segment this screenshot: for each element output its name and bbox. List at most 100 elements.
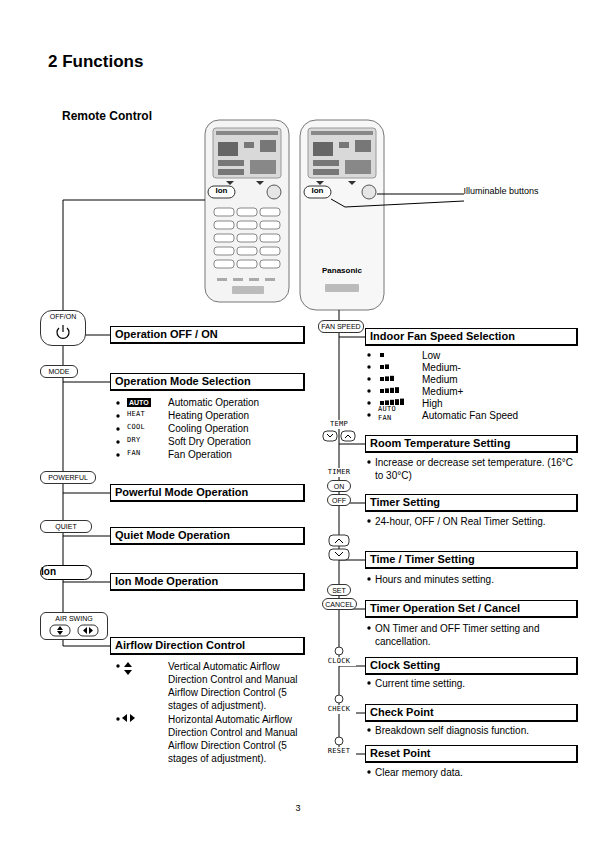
- bullet: [367, 353, 370, 356]
- bullet: [116, 440, 119, 443]
- node-text: Ion: [41, 566, 56, 577]
- bullet: [116, 717, 119, 720]
- callout-text: Illuminable buttons: [462, 186, 540, 197]
- heading-box: Check Point: [365, 704, 578, 722]
- bullet: [116, 414, 119, 417]
- heading-box: Ion Mode Operation: [110, 573, 305, 591]
- fan-bar: [385, 388, 389, 393]
- remote-key: [260, 260, 280, 268]
- description: Increase or decrease set temperature. (1…: [375, 456, 575, 482]
- logo-mark: [232, 286, 264, 294]
- fan-bar: [390, 388, 394, 393]
- remote-key: [260, 234, 280, 242]
- remote-body: [300, 120, 384, 310]
- lcd-mark: [313, 142, 333, 156]
- description: Current time setting.: [375, 677, 465, 690]
- lcd-mark: [339, 142, 349, 148]
- remote-mark: [265, 278, 275, 281]
- remote-key: [214, 234, 234, 242]
- lcd-mark: [345, 160, 371, 174]
- heading-box: Clock Setting: [365, 657, 578, 675]
- remote-key: [260, 208, 280, 216]
- logo-mark: [325, 284, 359, 292]
- power-bar: [62, 325, 63, 332]
- chevron: [345, 435, 351, 438]
- airflow-icons: [122, 662, 135, 722]
- power-icon: [43, 323, 83, 341]
- chevron: [335, 552, 343, 556]
- mode-text: Soft Dry Operation: [168, 435, 251, 448]
- heading-box: Timer Operation Set / Cancel: [365, 600, 578, 618]
- heading-box: Reset Point: [365, 745, 578, 763]
- mode-symbol: FAN: [127, 449, 141, 458]
- lcd-mark: [313, 160, 339, 166]
- node-text: Check Point: [370, 705, 434, 720]
- bullet: [367, 626, 370, 629]
- bullet: [367, 681, 370, 684]
- page-number: 3: [288, 803, 308, 814]
- fan-bar: [380, 353, 384, 357]
- remote-key: [237, 234, 257, 242]
- remote-body: [205, 120, 289, 302]
- description: Horizontal Automatic Airflow Direction C…: [168, 713, 303, 765]
- arrow-mark: [226, 181, 264, 185]
- ion-button: Ion: [40, 565, 92, 580]
- fan-speed-text: Medium-: [422, 361, 461, 374]
- remote-key: [214, 260, 234, 268]
- heading-box: Timer Setting: [365, 494, 578, 512]
- description: Breakdown self diagnosis function.: [375, 724, 529, 737]
- leader-line: [377, 194, 464, 195]
- description: ON Timer and OFF Timer setting and cance…: [375, 622, 575, 648]
- lcd-mark: [218, 169, 244, 175]
- time-up-button: [329, 535, 349, 546]
- heading-box: Operation OFF / ON: [110, 326, 305, 344]
- node-text: Powerful Mode Operation: [115, 485, 248, 500]
- remote-key: [214, 221, 234, 229]
- swing-button: [50, 625, 70, 636]
- description: Clear memory data.: [375, 766, 463, 779]
- remote-right: [300, 120, 384, 310]
- fan-speed-symbol: AUTO FAN: [378, 405, 404, 423]
- lcd-mark: [250, 160, 276, 174]
- ion-button: [208, 186, 235, 198]
- node-text: OFF/ON: [50, 311, 76, 323]
- mode-symbol: DRY: [127, 436, 141, 445]
- bracket-line: [339, 310, 365, 754]
- node-text: Timer Setting: [370, 495, 440, 510]
- horizontal-swing-icon: [122, 714, 135, 722]
- fan-bar: [395, 387, 399, 393]
- vertical-swing-icon: [57, 626, 63, 635]
- remote-key: [237, 260, 257, 268]
- remote-key: [214, 247, 234, 255]
- node-text: Clock Setting: [370, 658, 440, 673]
- mode-text: Cooling Operation: [168, 422, 249, 435]
- clock-button: [335, 647, 343, 655]
- fan-bar: [385, 364, 389, 369]
- remote-button: QUIET: [40, 520, 92, 533]
- arrow-mark: [316, 181, 356, 185]
- page-title: 2 Functions: [48, 52, 143, 72]
- mode-symbol: COOL: [127, 423, 145, 432]
- bullet: [367, 728, 370, 731]
- fan-bar: [390, 376, 394, 381]
- bullet: [367, 389, 370, 392]
- heading-box: Quiet Mode Operation: [110, 527, 305, 545]
- small-buttons: [323, 431, 355, 745]
- heading-box: Operation Mode Selection: [110, 373, 305, 391]
- remote-key: [237, 221, 257, 229]
- bullet: [367, 519, 370, 522]
- description: 24-hour, OFF / ON Real Timer Setting.: [375, 515, 546, 528]
- remote-mark: [217, 278, 227, 281]
- button-text: Ion: [304, 186, 331, 196]
- heading-box: Time / Timer Setting: [365, 551, 578, 569]
- heading-box: Room Temperature Setting: [365, 435, 578, 453]
- bullet: [367, 770, 370, 773]
- mode-symbol: HEAT: [127, 410, 145, 419]
- remote-left: [205, 120, 289, 302]
- mode-text: Automatic Operation: [168, 396, 259, 409]
- node-text: OFF: [332, 495, 346, 506]
- reset-button: [335, 737, 343, 745]
- round-button: [362, 185, 376, 199]
- chevron: [327, 434, 333, 437]
- lcd-mark: [216, 131, 278, 135]
